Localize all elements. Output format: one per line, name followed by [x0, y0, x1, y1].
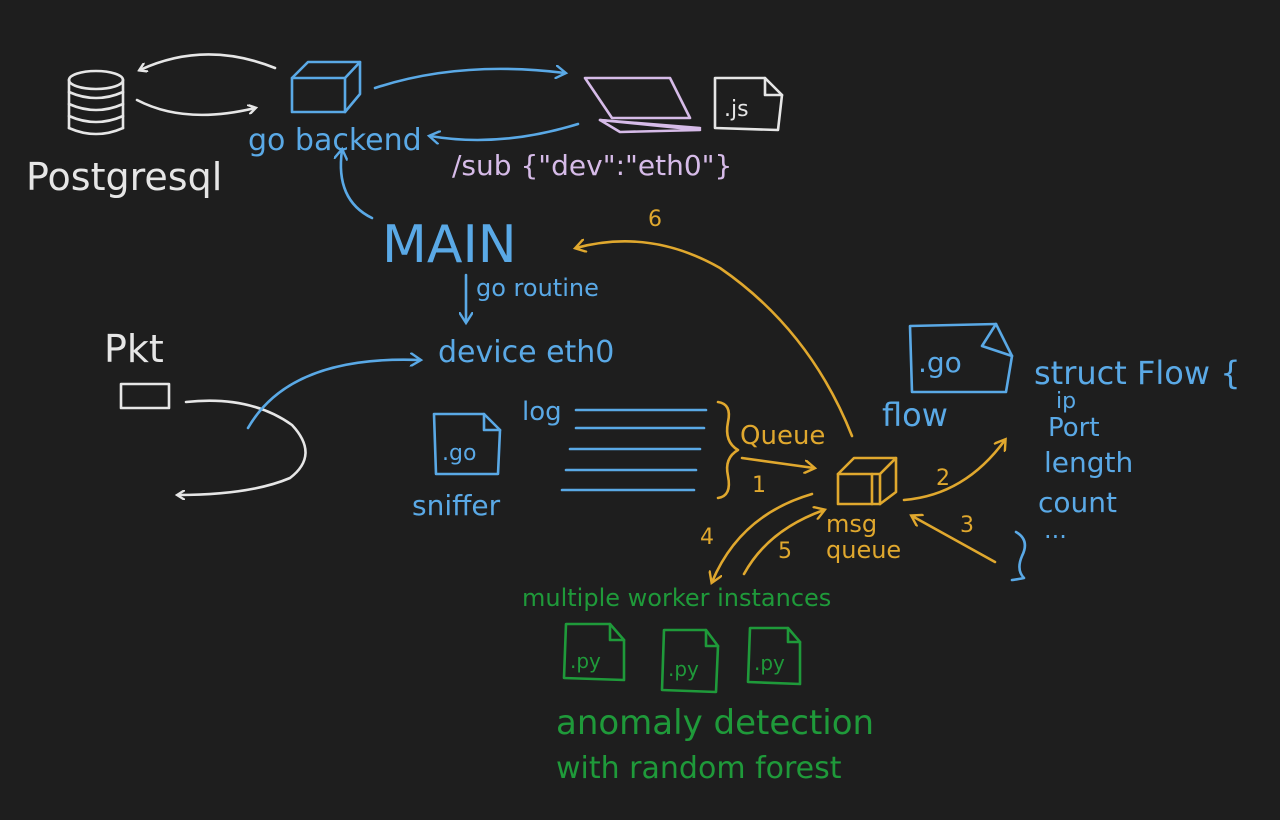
python-file-icon	[562, 622, 626, 682]
python-file-icon	[746, 626, 802, 686]
go-file-icon	[908, 322, 1014, 394]
queue-label: Queue	[740, 421, 825, 451]
laptop-icon	[583, 76, 702, 134]
step-5-label: 5	[778, 539, 792, 564]
arrow-step-6	[576, 241, 854, 438]
arrow-frontend-to-backend	[430, 122, 580, 140]
step-3-label: 3	[960, 513, 974, 538]
struct-declaration: struct Flow {	[1034, 354, 1241, 392]
arrow-main-to-backend	[341, 150, 374, 220]
msg-queue-label-line2: queue	[826, 536, 901, 564]
go-backend-label: go backend	[248, 123, 422, 158]
msg-queue-cube-icon	[836, 456, 898, 506]
python-file-label-3: .py	[754, 651, 785, 675]
log-lines	[560, 408, 708, 492]
arrow-backend-to-db	[140, 53, 277, 70]
database-icon	[67, 69, 125, 136]
msg-queue-label-line1: msg	[826, 510, 877, 538]
packet-box-icon	[119, 382, 171, 410]
sub-request-label: /sub {"dev":"eth0"}	[452, 149, 732, 182]
struct-field-length: length	[1044, 446, 1133, 479]
struct-field-port: Port	[1048, 413, 1100, 443]
flow-label: flow	[882, 396, 948, 434]
arrow-packet-loop	[178, 399, 307, 495]
sniffer-label: sniffer	[412, 489, 501, 522]
arrow-step-4	[712, 492, 814, 582]
js-file-label: .js	[724, 97, 749, 122]
python-file-icon	[660, 628, 720, 694]
postgresql-label: Postgresql	[26, 155, 222, 199]
go-routine-label: go routine	[476, 274, 599, 302]
step-1-label: 1	[752, 473, 766, 498]
struct-field-count: count	[1038, 486, 1117, 519]
anomaly-label-line2: with random forest	[556, 751, 842, 786]
device-eth0-label: device eth0	[438, 335, 614, 370]
step-6-label: 6	[648, 207, 662, 232]
arrow-packet-to-device	[246, 360, 420, 430]
arrow-step-2	[902, 440, 1005, 502]
backend-cube-icon	[290, 60, 362, 114]
struct-closing-brace	[1010, 530, 1027, 582]
struct-field-ip: ip	[1056, 389, 1076, 414]
python-file-label-1: .py	[570, 649, 601, 673]
flow-file-label: .go	[918, 346, 962, 379]
sniffer-file-label: .go	[442, 441, 476, 466]
main-label: MAIN	[382, 215, 517, 275]
python-file-label-2: .py	[668, 657, 699, 681]
queue-brace	[716, 400, 740, 500]
arrow-step-5	[742, 510, 824, 576]
struct-field-ellipsis: ...	[1044, 516, 1067, 544]
pkt-label: Pkt	[104, 327, 164, 371]
step-2-label: 2	[936, 466, 950, 491]
arrow-backend-to-frontend	[373, 69, 565, 90]
workers-label: multiple worker instances	[522, 584, 831, 612]
anomaly-label-line1: anomaly detection	[556, 703, 874, 743]
go-file-icon	[432, 412, 502, 476]
arrow-step-1	[740, 456, 814, 468]
js-file-icon	[713, 76, 784, 132]
step-4-label: 4	[700, 525, 714, 550]
arrow-db-to-backend	[135, 98, 255, 117]
arrow-step-3	[912, 516, 997, 564]
log-label: log	[522, 397, 562, 427]
